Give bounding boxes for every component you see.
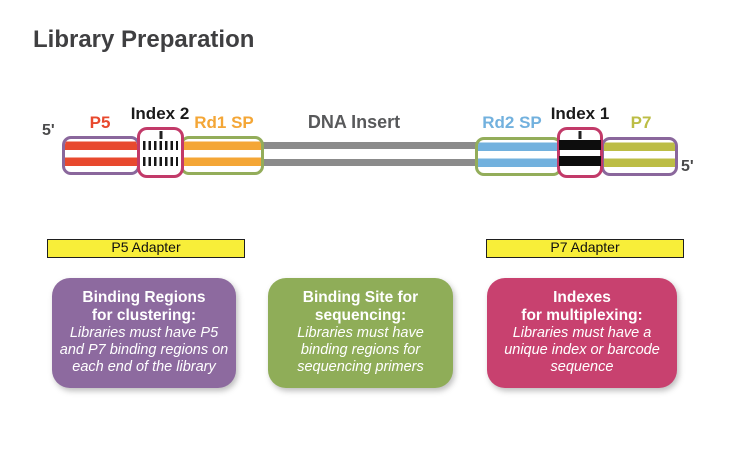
p7-label: P7: [630, 113, 652, 132]
five-prime-left-label: 5': [42, 122, 55, 139]
index2-tick-mark: [159, 131, 162, 139]
index1-label: Index 1: [550, 104, 610, 123]
index1-black-bar: [559, 156, 601, 166]
clustering-info-box: Binding Regions for clustering: Librarie…: [52, 278, 236, 388]
page-title: Library Preparation: [33, 26, 255, 53]
index1-segment: [557, 127, 603, 178]
index2-label: Index 2: [130, 104, 190, 123]
rd2-sp-label: Rd2 SP: [482, 113, 542, 132]
p5-adapter-flag: P5 Adapter: [47, 239, 245, 258]
p5-label: P5: [89, 113, 111, 132]
index1-tick-mark: [578, 131, 582, 139]
index2-dash-row: [143, 141, 178, 150]
index2-segment: [137, 127, 184, 178]
rd1-sp-label: Rd1 SP: [194, 113, 254, 132]
p5-segment: [62, 136, 140, 175]
dna-insert-label: DNA Insert: [307, 112, 401, 132]
sequencing-body: Libraries must have binding regions for …: [297, 325, 424, 376]
multiplexing-body: Libraries must have a unique index or ba…: [504, 325, 660, 376]
p7-adapter-flag: P7 Adapter: [486, 239, 684, 258]
sequencing-heading: Binding Site for sequencing:: [302, 289, 419, 324]
rd2-sp-segment: [475, 137, 562, 176]
rd1-sp-segment: [180, 136, 264, 175]
multiplexing-info-box: Indexes for multiplexing: Libraries must…: [487, 278, 677, 388]
sequencing-info-box: Binding Site for sequencing: Libraries m…: [268, 278, 453, 388]
dna-strand-top: [255, 142, 490, 149]
index2-dash-row: [143, 157, 178, 166]
five-prime-right-label: 5': [681, 158, 694, 175]
clustering-heading: Binding Regions for clustering:: [82, 289, 206, 324]
dna-strand-bottom: [255, 159, 490, 166]
index1-black-bar: [559, 140, 601, 150]
multiplexing-heading: Indexes for multiplexing:: [521, 289, 643, 324]
clustering-body: Libraries must have P5 and P7 binding re…: [59, 325, 229, 376]
p7-segment: [601, 137, 678, 176]
